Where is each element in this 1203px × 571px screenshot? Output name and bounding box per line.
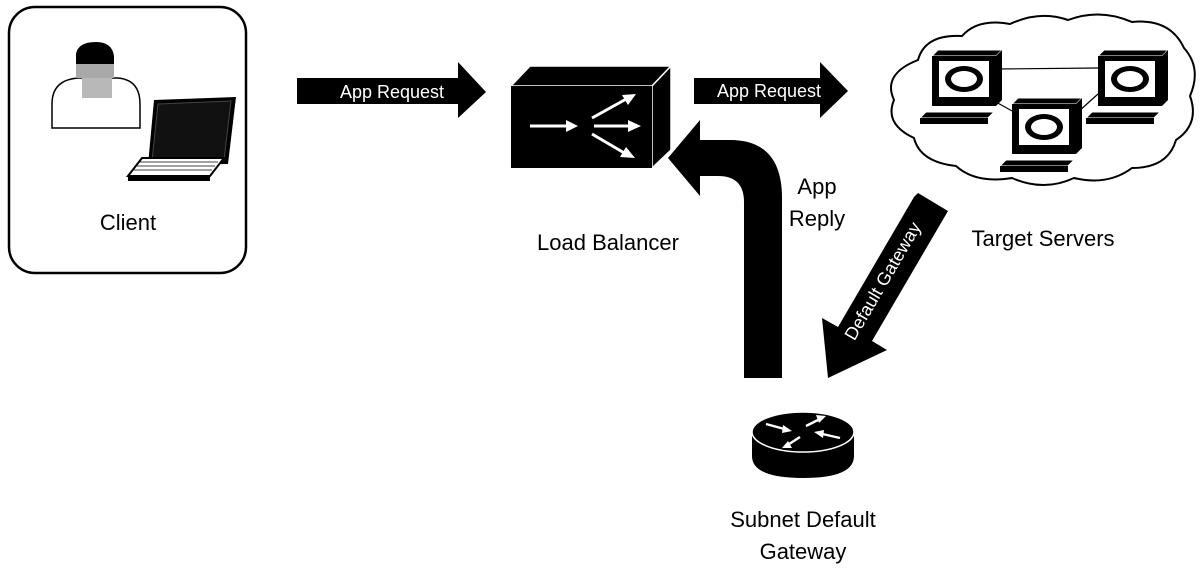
app-request-label-2: App Request	[717, 81, 821, 101]
app-request-arrow-1: App Request	[297, 62, 486, 118]
laptop-icon	[125, 97, 236, 181]
server-icon	[1084, 49, 1170, 124]
app-reply-label-line2: Reply	[789, 206, 845, 231]
user-icon	[51, 42, 141, 129]
client-label: Client	[100, 210, 156, 235]
server-icon	[998, 97, 1084, 172]
router-icon	[751, 411, 855, 478]
target-servers-label: Target Servers	[971, 226, 1114, 251]
target-servers-node: Target Servers	[890, 13, 1196, 251]
app-reply-label-line1: App	[797, 174, 836, 199]
load-balancer-label: Load Balancer	[537, 230, 679, 255]
server-icon	[918, 49, 1004, 124]
app-reply-arrow: App Reply	[668, 120, 845, 378]
app-request-label-1: App Request	[340, 82, 444, 102]
app-request-arrow-2: App Request	[694, 62, 848, 118]
router-node: Subnet Default Gateway	[730, 411, 876, 564]
default-gateway-label: Default Gateway	[841, 218, 925, 343]
gateway-label-line1: Subnet Default	[730, 507, 876, 532]
client-box	[7, 5, 248, 275]
load-balancer-icon	[530, 94, 641, 158]
client-node: Client	[7, 5, 248, 275]
gateway-label-line2: Gateway	[760, 539, 847, 564]
load-balancer-node: Load Balancer	[509, 64, 679, 255]
